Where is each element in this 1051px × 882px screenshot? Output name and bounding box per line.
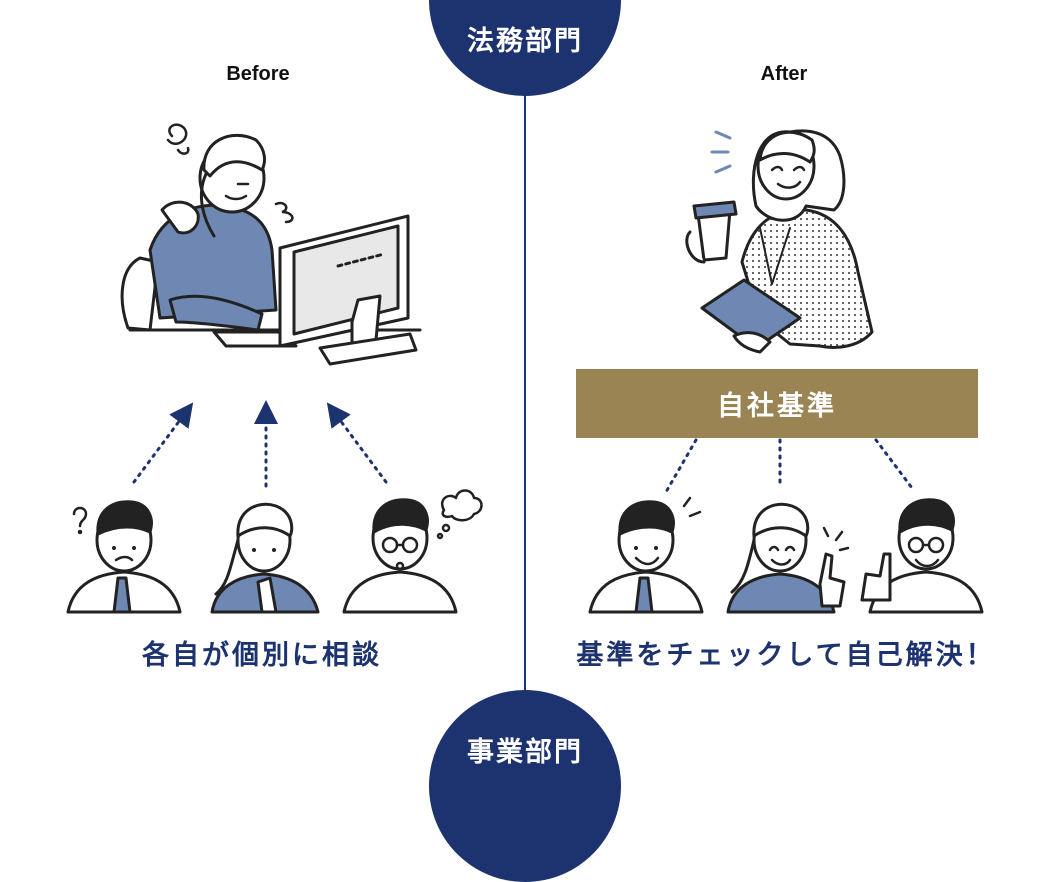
computer-monitor-icon	[278, 214, 418, 366]
tablet-icon	[700, 278, 802, 354]
coffee-cup-icon	[685, 200, 738, 264]
center-divider	[524, 0, 526, 786]
confident-woman-with-tablet	[685, 129, 874, 354]
thought-bubble-icon	[436, 489, 483, 540]
smiling-man	[588, 500, 704, 614]
worried-woman-at-computer	[120, 134, 422, 366]
before-arrows	[132, 400, 388, 488]
before-heading: Before	[226, 63, 290, 85]
legal-department-label: 法務部門	[467, 26, 583, 57]
illustration-canvas	[66, 123, 984, 614]
company-standard-label: 自社基準	[717, 391, 837, 422]
dotted-arrow-icon	[132, 402, 194, 484]
after-connector-lines	[664, 438, 914, 494]
after-heading: After	[760, 63, 808, 85]
sparkle-lines-icon	[710, 130, 732, 174]
company-standard-box: 自社基準	[576, 369, 978, 438]
glasses-man-pointing	[860, 498, 984, 614]
after-caption: 基準をチェックして自己解決！	[576, 640, 996, 671]
sigh-puff-icon	[274, 201, 294, 224]
question-mark-icon	[72, 506, 88, 535]
glasses-man-sighing	[342, 498, 458, 614]
thinking-woman	[210, 502, 320, 614]
dotted-arrow-icon	[326, 402, 388, 484]
before-caption: 各自が個別に相談	[142, 640, 382, 671]
dizzy-swirl-icon	[166, 123, 190, 155]
idea-lines-icon	[822, 526, 850, 552]
business-department-label: 事業部門	[467, 737, 583, 768]
confused-man	[66, 500, 182, 614]
smiling-woman-pointing	[726, 502, 846, 614]
exclamation-lines-icon	[682, 496, 702, 518]
